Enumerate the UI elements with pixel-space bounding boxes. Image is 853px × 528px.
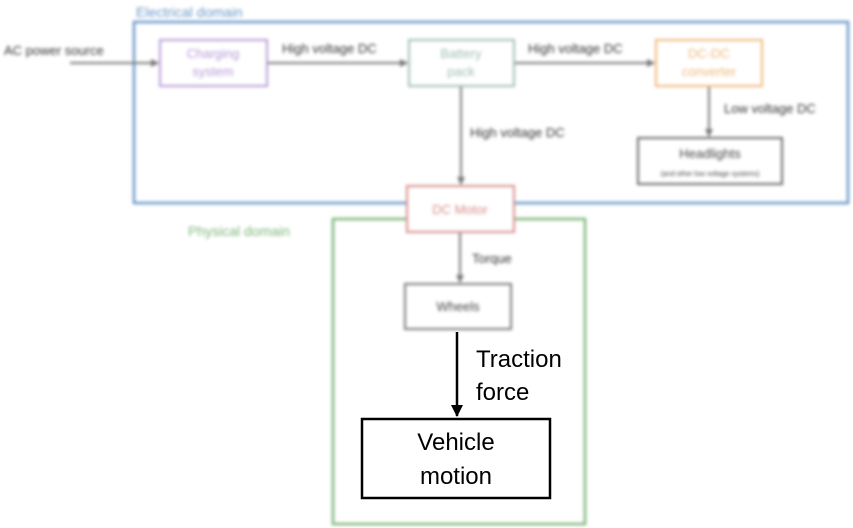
sharp-region: Traction force Vehicle motion (360, 332, 562, 500)
charging-system-label-1: Charging (187, 46, 240, 61)
charging-system-label-2: system (192, 64, 233, 79)
edge-wheels-vehicle-label-2: force (476, 379, 529, 406)
charging-system-node (159, 39, 268, 87)
dcdc-converter-node (655, 39, 763, 87)
ac-power-source-label: AC power source (4, 43, 104, 58)
physical-domain-label: Physical domain (188, 223, 290, 239)
vehicle-motion-node (360, 417, 552, 500)
wheels-node (404, 283, 512, 330)
battery-pack-node (408, 39, 515, 87)
blurred-region: Electrical domain Physical domain AC pow… (4, 4, 850, 526)
dcdc-converter-label-1: DC-DC (688, 46, 730, 61)
battery-pack-label-1: Battery (440, 46, 482, 61)
dc-motor-node (406, 185, 515, 233)
edge-charging-battery-label: High voltage DC (282, 41, 377, 56)
vehicle-motion-label-1: Vehicle (417, 429, 494, 456)
headlights-sublabel: (and other low voltage systems) (661, 171, 760, 178)
dc-motor-label: DC Motor (432, 202, 488, 217)
vehicle-motion-label-2: motion (420, 463, 492, 490)
edge-dcdc-headlights-label: Low voltage DC (724, 101, 816, 116)
electrical-domain-label: Electrical domain (136, 4, 243, 20)
headlights-label: Headlights (679, 146, 741, 161)
edge-battery-dcdc-label: High voltage DC (528, 41, 623, 56)
edge-motor-wheels-label: Torque (472, 251, 512, 266)
wheels-label: Wheels (436, 299, 480, 314)
dcdc-converter-label-2: converter (682, 64, 737, 79)
headlights-node (637, 137, 783, 185)
edge-wheels-vehicle-label-1: Traction (476, 346, 562, 373)
edge-battery-motor-label: High voltage DC (470, 125, 565, 140)
battery-pack-label-2: pack (447, 64, 475, 79)
